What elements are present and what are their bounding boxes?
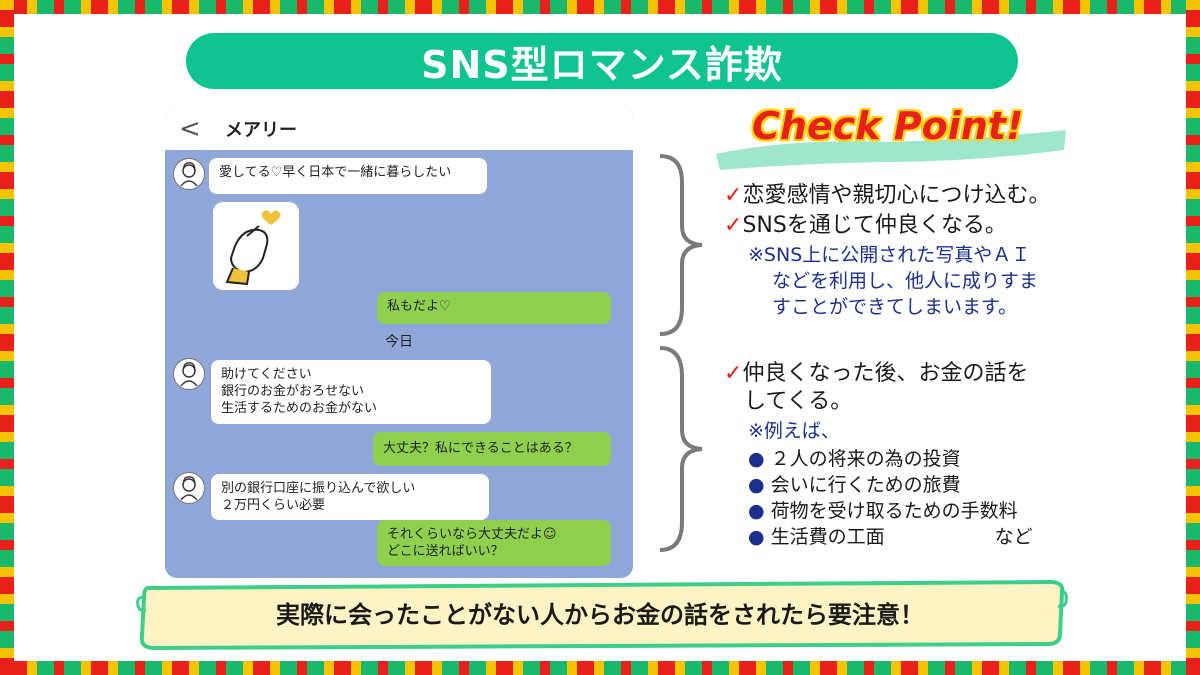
- avatar-icon: [173, 472, 205, 504]
- chat-header: < メアリー: [165, 106, 633, 151]
- curly-brace-upper: [659, 154, 703, 336]
- message-line: 愛してる♡早く日本で一緒に暮らしたい: [219, 165, 452, 180]
- point-text: 恋愛感情や親切心につけ込む。: [742, 183, 1051, 208]
- warning-message: 実際に会ったことがない人からお金の話をされたら要注意！: [276, 601, 924, 629]
- title-banner: SNS型ロマンス詐欺: [186, 33, 1018, 89]
- message-line: それくらいなら大丈夫だよ☺: [387, 527, 557, 542]
- message-line: ２万円くらい必要: [221, 498, 326, 513]
- back-chevron-icon[interactable]: <: [179, 114, 201, 144]
- example-item: ● ２人の将来の為の投資: [748, 446, 1033, 472]
- message-line: 大丈夫？私にできることはある？: [383, 441, 578, 456]
- check-mark-icon: ✓: [724, 183, 743, 208]
- message-line: 別の銀行口座に振り込んで欲しい: [221, 481, 416, 496]
- message-line: 助けてください: [221, 367, 312, 382]
- frame-border-right: [1186, 0, 1200, 675]
- note-line: ※SNS上に公開された写真やＡＩ: [748, 244, 1031, 266]
- message-line: 銀行のお金がおろせない: [221, 384, 365, 399]
- finger-heart-icon: [225, 210, 281, 286]
- message-bubble-incoming: 助けてください 銀行のお金がおろせない 生活するためのお金がない: [211, 360, 491, 424]
- message-bubble-outgoing: それくらいなら大丈夫だよ☺ どこに送ればいい？: [377, 520, 611, 566]
- frame-border-bottom: [0, 661, 1200, 675]
- example-text: 生活費の工面: [770, 526, 885, 548]
- warning-scroll: [136, 579, 1068, 650]
- point-text: SNSを通じて仲良くなる。: [742, 213, 1007, 238]
- checkpoint-logo: Check Point!: [752, 104, 1024, 148]
- frame-border-top: [0, 0, 1200, 14]
- example-text: 荷物を受け取るための手数料: [770, 500, 1018, 522]
- point-2: ✓SNSを通じて仲良くなる。: [724, 212, 1007, 240]
- bullet-icon: ●: [748, 474, 765, 496]
- note-line: すことができてしまいます。: [772, 296, 1018, 318]
- bullet-icon: ●: [748, 500, 765, 522]
- message-bubble-outgoing: 私もだよ♡: [377, 292, 611, 324]
- point-text: してくる。: [744, 389, 853, 414]
- curly-brace-lower: [659, 346, 703, 552]
- avatar-icon: [173, 358, 205, 390]
- page-title: SNS型ロマンス詐欺: [421, 42, 783, 87]
- note-sns: ※SNS上に公開された写真やＡＩ などを利用し、他人に成りすま すことができてし…: [748, 242, 1038, 320]
- contact-name: メアリー: [225, 120, 297, 141]
- point-3: ✓仲良くなった後、お金の話を してくる。: [724, 360, 1028, 416]
- example-item: ● 生活費の工面 など: [748, 524, 1033, 550]
- message-bubble-incoming: 愛してる♡早く日本で一緒に暮らしたい: [209, 158, 487, 194]
- chat-window: < メアリー 愛してる♡早く日本で一緒に暮らしたい 私もだよ♡ 今日 助けてくだ…: [165, 106, 633, 578]
- frame-border-left: [0, 0, 14, 675]
- check-mark-icon: ✓: [724, 213, 743, 238]
- examples-list: ● ２人の将来の為の投資 ● 会いに行くための旅費 ● 荷物を受け取るための手数…: [748, 446, 1033, 550]
- date-separator: 今日: [385, 334, 413, 350]
- examples-suffix: など: [994, 526, 1033, 548]
- message-line: 私もだよ♡: [387, 299, 451, 314]
- bullet-icon: ●: [748, 448, 765, 470]
- message-bubble-outgoing: 大丈夫？私にできることはある？: [373, 432, 611, 466]
- example-text: 会いに行くための旅費: [770, 474, 961, 496]
- example-item: ● 荷物を受け取るための手数料: [748, 498, 1033, 524]
- bullet-icon: ●: [748, 526, 765, 548]
- message-bubble-incoming: 別の銀行口座に振り込んで欲しい ２万円くらい必要: [211, 474, 489, 520]
- example-text: ２人の将来の為の投資: [770, 448, 961, 470]
- message-line: 生活するためのお金がない: [221, 401, 378, 416]
- point-text: 仲良くなった後、お金の話を: [742, 361, 1029, 386]
- avatar-icon: [173, 158, 205, 190]
- check-mark-icon: ✓: [724, 361, 743, 386]
- point-1: ✓恋愛感情や親切心につけ込む。: [724, 182, 1050, 210]
- note-line: などを利用し、他人に成りすま: [772, 270, 1039, 292]
- example-item: ● 会いに行くための旅費: [748, 472, 1033, 498]
- message-line: どこに送ればいい？: [387, 544, 504, 559]
- checkpoint-brush-stroke: [716, 130, 1066, 170]
- examples-label: ※例えば、: [748, 420, 840, 442]
- finger-heart-stamp: [213, 202, 299, 290]
